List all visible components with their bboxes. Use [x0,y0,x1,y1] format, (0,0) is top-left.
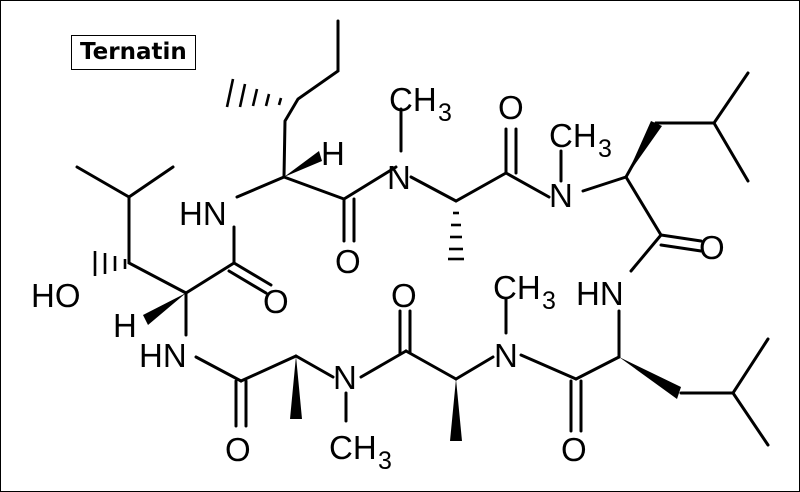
atom-ch3-lower-left-sub: 3 [378,447,392,475]
atom-ch3-lower: CH [493,269,541,306]
atom-o-lower-left: O [225,431,251,468]
wedge-bond-ala-methyl-left [290,356,302,419]
compound-name-label: Ternatin [71,35,196,70]
atom-o-right: O [699,229,725,266]
atom-ch3-lower-sub: 3 [542,287,556,315]
atom-h-hoLeu: H [113,307,137,344]
atom-o-hoLeu: O [263,283,289,320]
atom-n-lower: N [494,337,518,374]
wedge-bond-leu-top [626,121,662,177]
wedge-bond-ile-h [284,151,322,177]
stereo-bonds [93,78,681,441]
atom-o-top: O [498,89,524,126]
atom-o-lower-right: O [561,431,587,468]
hash-bond-hydroxyl [93,251,127,276]
atom-ch3-right-sub: 3 [598,135,612,163]
atom-ch3-lower-left: CH [329,429,377,466]
wedge-bond-hoLeu-h [143,293,186,325]
atom-hn-right: HN [576,275,624,312]
atom-h-ile: H [321,135,345,172]
atom-ch3-top: CH [389,81,437,118]
atom-o-lower-mid: O [391,277,417,314]
atom-ch3-top-sub: 3 [438,99,452,127]
hash-bond-ala-methyl-top [448,211,464,261]
atom-ho: HO [31,277,81,314]
atom-hn-left-bottom: HN [139,337,187,374]
atom-ch3-right: CH [549,117,597,154]
atom-n-top: N [387,159,411,196]
atom-n-right: N [549,177,573,214]
wedge-bond-ala-methyl-bottom [450,379,462,441]
bond-lines [75,19,770,447]
atom-o-ile: O [335,243,361,280]
atom-n-lower-left: N [333,359,357,396]
hash-bond-ile-methyl [225,78,283,108]
atom-hn-left-top: HN [179,195,227,232]
wedge-bond-leu-bottom [619,357,681,399]
atom-labels: CH 3 N H CH 3 N O O O HN HN CH 3 N O O N… [31,81,725,475]
